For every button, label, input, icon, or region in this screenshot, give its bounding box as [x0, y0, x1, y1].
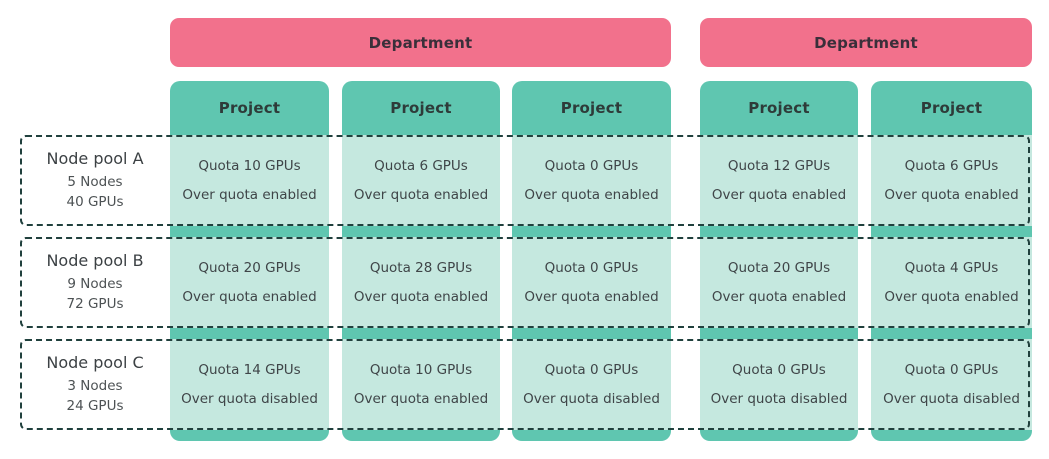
department-bar-2: Department — [700, 18, 1032, 67]
quota-cell-a4: Quota 12 GPUs Over quota enabled — [700, 135, 858, 226]
quota-value: Quota 0 GPUs — [904, 362, 999, 378]
over-quota-status: Over quota enabled — [353, 391, 489, 407]
department-label: Department — [368, 33, 473, 52]
quota-cell-c4: Quota 0 GPUs Over quota disabled — [700, 339, 858, 430]
over-quota-status: Over quota enabled — [711, 289, 847, 305]
quota-value: Quota 6 GPUs — [904, 158, 999, 174]
node-pool-label-a: Node pool A 5 Nodes 40 GPUs — [22, 135, 168, 226]
quota-value: Quota 0 GPUs — [544, 158, 639, 174]
node-pool-name: Node pool C — [46, 352, 144, 372]
over-quota-status: Over quota enabled — [353, 289, 489, 305]
project-header-3: Project — [512, 81, 671, 134]
quota-cell-b4: Quota 20 GPUs Over quota enabled — [700, 237, 858, 328]
quota-cell-b5: Quota 4 GPUs Over quota enabled — [871, 237, 1032, 328]
over-quota-status: Over quota disabled — [523, 391, 660, 407]
over-quota-status: Over quota enabled — [182, 289, 317, 305]
quota-cell-b1: Quota 20 GPUs Over quota enabled — [170, 237, 329, 328]
project-label: Project — [218, 98, 281, 117]
node-pool-gpus: 72 GPUs — [66, 296, 124, 312]
quota-cell-a1: Quota 10 GPUs Over quota enabled — [170, 135, 329, 226]
quota-cell-c1: Quota 14 GPUs Over quota disabled — [170, 339, 329, 430]
over-quota-status: Over quota enabled — [182, 187, 317, 203]
department-label: Department — [814, 33, 918, 52]
node-pool-nodes: 5 Nodes — [67, 173, 123, 190]
over-quota-status: Over quota enabled — [353, 187, 489, 203]
quota-value: Quota 4 GPUs — [904, 260, 999, 276]
over-quota-status: Over quota enabled — [884, 187, 1019, 203]
quota-value: Quota 20 GPUs — [198, 260, 301, 276]
project-label: Project — [748, 98, 810, 117]
quota-cell-a3: Quota 0 GPUs Over quota enabled — [512, 135, 671, 226]
project-header-4: Project — [700, 81, 858, 134]
quota-cell-c2: Quota 10 GPUs Over quota enabled — [342, 339, 500, 430]
project-label: Project — [390, 98, 452, 117]
quota-value: Quota 6 GPUs — [374, 158, 468, 174]
project-header-5: Project — [871, 81, 1032, 134]
node-pool-name: Node pool A — [46, 148, 144, 168]
quota-cell-b2: Quota 28 GPUs Over quota enabled — [342, 237, 500, 328]
node-pool-gpus: 40 GPUs — [66, 194, 124, 210]
project-label: Project — [920, 98, 983, 117]
quota-value: Quota 14 GPUs — [198, 362, 301, 378]
node-pool-gpus: 24 GPUs — [66, 398, 124, 414]
over-quota-status: Over quota enabled — [884, 289, 1019, 305]
quota-value: Quota 0 GPUs — [544, 362, 639, 378]
over-quota-status: Over quota disabled — [181, 391, 318, 407]
project-label: Project — [560, 98, 623, 117]
quota-value: Quota 28 GPUs — [369, 260, 473, 276]
over-quota-status: Over quota enabled — [524, 289, 659, 305]
quota-cell-c5: Quota 0 GPUs Over quota disabled — [871, 339, 1032, 430]
node-pool-name: Node pool B — [46, 250, 144, 270]
quota-cell-c3: Quota 0 GPUs Over quota disabled — [512, 339, 671, 430]
department-bar-1: Department — [170, 18, 671, 67]
node-pool-nodes: 3 Nodes — [67, 377, 123, 394]
over-quota-status: Over quota enabled — [524, 187, 659, 203]
quota-cell-b3: Quota 0 GPUs Over quota enabled — [512, 237, 671, 328]
node-pool-label-b: Node pool B 9 Nodes 72 GPUs — [22, 237, 168, 328]
quota-cell-a2: Quota 6 GPUs Over quota enabled — [342, 135, 500, 226]
quota-value: Quota 10 GPUs — [198, 158, 301, 174]
node-pool-label-c: Node pool C 3 Nodes 24 GPUs — [22, 339, 168, 430]
project-header-2: Project — [342, 81, 500, 134]
node-pool-nodes: 9 Nodes — [67, 275, 123, 292]
over-quota-status: Over quota enabled — [711, 187, 847, 203]
quota-value: Quota 0 GPUs — [544, 260, 639, 276]
project-header-1: Project — [170, 81, 329, 134]
quota-value: Quota 20 GPUs — [727, 260, 831, 276]
over-quota-status: Over quota disabled — [883, 391, 1020, 407]
quota-value: Quota 10 GPUs — [369, 362, 473, 378]
quota-value: Quota 0 GPUs — [732, 362, 826, 378]
quota-cell-a5: Quota 6 GPUs Over quota enabled — [871, 135, 1032, 226]
quota-value: Quota 12 GPUs — [727, 158, 831, 174]
over-quota-status: Over quota disabled — [710, 391, 848, 407]
